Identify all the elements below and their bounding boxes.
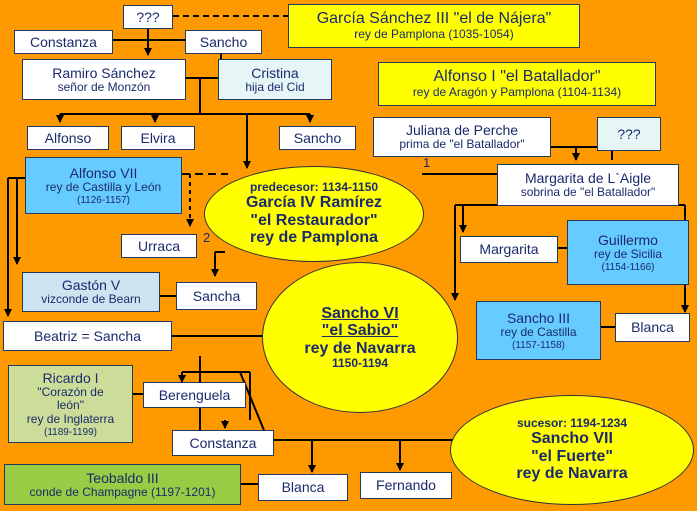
blanca-right-label: Blanca — [631, 319, 674, 336]
cristina-name: Cristina — [251, 64, 299, 81]
sancho-iii-title: rey de Castilla — [500, 324, 577, 339]
gaston-v-title: vizconde de Bearn — [41, 292, 141, 307]
unknown-ancestor-label: ??? — [136, 8, 160, 25]
constanza-bottom-label: Constanza — [189, 434, 257, 451]
sancho-vii-oval: sucesor: 1194-1234 Sancho VII "el Fuerte… — [450, 395, 694, 505]
constanza-top-label: Constanza — [30, 33, 97, 50]
marriage-label-first: 1 — [423, 155, 431, 170]
blanca-right-box: Blanca — [615, 313, 690, 342]
elvira-label: Elvira — [140, 129, 176, 146]
garcia-sanchez-iii-box: García Sánchez III "el de Nájera" rey de… — [288, 4, 580, 48]
elvira-box: Elvira — [121, 126, 195, 150]
alfonso-i-box: Alfonso I "el Batallador" rey de Aragón … — [378, 62, 656, 106]
margarita-laigle-name: Margarita de L`Aigle — [524, 170, 652, 187]
juliana-de-perche-name: Juliana de Perche — [405, 122, 519, 139]
teobaldo-iii-box: Teobaldo III conde de Champagne (1197-12… — [4, 464, 241, 505]
blanca-bottom-label: Blanca — [281, 479, 325, 496]
margarita-label: Margarita — [479, 241, 539, 258]
teobaldo-iii-title: conde de Champagne (1197-1201) — [29, 484, 216, 499]
gaston-v-box: Gastón V vizconde de Bearn — [22, 272, 160, 312]
garcia-sanchez-iii-title: rey de Pamplona (1035-1054) — [354, 27, 514, 42]
garcia-iv-ramirez-title: rey de Pamplona — [249, 229, 379, 247]
sancho-mid-box: Sancho — [279, 126, 356, 150]
sancho-vi-years: 1150-1194 — [331, 356, 389, 371]
predecessor-label: predecesor: 1134-1150 — [249, 180, 379, 195]
ricardo-i-box: Ricardo I "Corazón de león" rey de Ingla… — [8, 365, 133, 443]
sancha-box: Sancha — [176, 282, 257, 310]
garcia-iv-ramirez-name: García IV Ramírez — [245, 194, 383, 212]
urraca-label: Urraca — [137, 237, 180, 254]
gaston-v-name: Gastón V — [61, 277, 121, 294]
fernando-label: Fernando — [376, 477, 436, 494]
alfonso-vii-years: (1126-1157) — [77, 194, 130, 206]
alfonso-vii-box: Alfonso VII rey de Castilla y León (1126… — [25, 157, 182, 214]
alfonso-i-title: rey de Aragón y Pamplona (1104-1134) — [412, 85, 622, 100]
blanca-bottom-box: Blanca — [258, 474, 348, 501]
sancho-vii-name: Sancho VII — [531, 430, 613, 448]
marriage-label-second: 2 — [203, 230, 211, 245]
sancho-vi-title: rey de Navarra — [304, 339, 416, 357]
unknown-parent-label: ??? — [617, 125, 641, 142]
sancho-vi-name: Sancho VI — [321, 304, 399, 322]
guillermo-title: rey de Sicilia — [593, 246, 663, 261]
beatriz-sancha-box: Beatriz = Sancha — [3, 321, 172, 351]
garcia-sanchez-iii-name: García Sánchez III "el de Nájera" — [316, 9, 552, 27]
constanza-top-box: Constanza — [14, 30, 113, 54]
berenguela-label: Berenguela — [158, 386, 231, 403]
ricardo-i-title: rey de Inglaterra — [26, 412, 115, 427]
sancho-iii-name: Sancho III — [506, 309, 571, 326]
alfonso-vii-name: Alfonso VII — [69, 164, 138, 181]
sancha-label: Sancha — [192, 287, 241, 304]
ramiro-sanchez-name: Ramiro Sánchez — [52, 64, 156, 81]
margarita-laigle-title: sobrina de "el Batallador" — [520, 185, 656, 200]
successor-label: sucesor: 1194-1234 — [516, 416, 628, 431]
ricardo-i-nickname-2: león" — [57, 398, 84, 413]
sancho-vii-title: rey de Navarra — [516, 465, 628, 483]
fernando-box: Fernando — [360, 472, 452, 499]
beatriz-sancha-label: Beatriz = Sancha — [33, 327, 141, 344]
sancho-iii-box: Sancho III rey de Castilla (1157-1158) — [476, 301, 601, 360]
guillermo-box: Guillermo rey de Sicilia (1154-1166) — [567, 220, 689, 285]
alfonso-vii-title: rey de Castilla y León — [45, 179, 162, 194]
berenguela-box: Berenguela — [143, 382, 246, 408]
margarita-laigle-box: Margarita de L`Aigle sobrina de "el Bata… — [497, 164, 679, 206]
ramiro-sanchez-title: señor de Monzón — [57, 79, 151, 94]
unknown-parent-box: ??? — [597, 117, 661, 151]
constanza-bottom-box: Constanza — [172, 430, 274, 456]
sancho-top-box: Sancho — [185, 30, 262, 54]
garcia-iv-ramirez-oval: predecesor: 1134-1150 García IV Ramírez … — [204, 166, 424, 262]
cristina-box: Cristina hija del Cid — [218, 59, 332, 100]
alfonso-label: Alfonso — [44, 129, 92, 146]
cristina-title: hija del Cid — [245, 79, 305, 94]
guillermo-name: Guillermo — [598, 231, 658, 248]
alfonso-box: Alfonso — [27, 126, 109, 150]
juliana-de-perche-title: prima de "el Batallador" — [399, 137, 525, 152]
sancho-vi-nickname: "el Sabio" — [321, 322, 399, 340]
urraca-box: Urraca — [121, 234, 197, 258]
ricardo-i-years: (1189-1199) — [44, 426, 97, 438]
ricardo-i-nickname-1: "Corazón de — [37, 384, 104, 399]
ricardo-i-name: Ricardo I — [42, 369, 99, 386]
teobaldo-iii-name: Teobaldo III — [86, 469, 159, 486]
sancho-iii-years: (1157-1158) — [512, 339, 565, 351]
sancho-vi-oval: Sancho VI "el Sabio" rey de Navarra 1150… — [262, 262, 458, 413]
unknown-ancestor-box: ??? — [123, 5, 173, 29]
juliana-de-perche-box: Juliana de Perche prima de "el Batallado… — [373, 117, 551, 157]
sancho-vii-nickname: "el Fuerte" — [531, 447, 613, 465]
garcia-iv-ramirez-nickname: "el Restaurador" — [250, 211, 378, 229]
margarita-box: Margarita — [460, 236, 558, 263]
sancho-top-label: Sancho — [199, 33, 248, 50]
guillermo-years: (1154-1166) — [601, 261, 655, 273]
ramiro-sanchez-box: Ramiro Sánchez señor de Monzón — [22, 59, 186, 100]
alfonso-i-name: Alfonso I "el Batallador" — [433, 67, 601, 85]
sancho-mid-label: Sancho — [293, 129, 342, 146]
